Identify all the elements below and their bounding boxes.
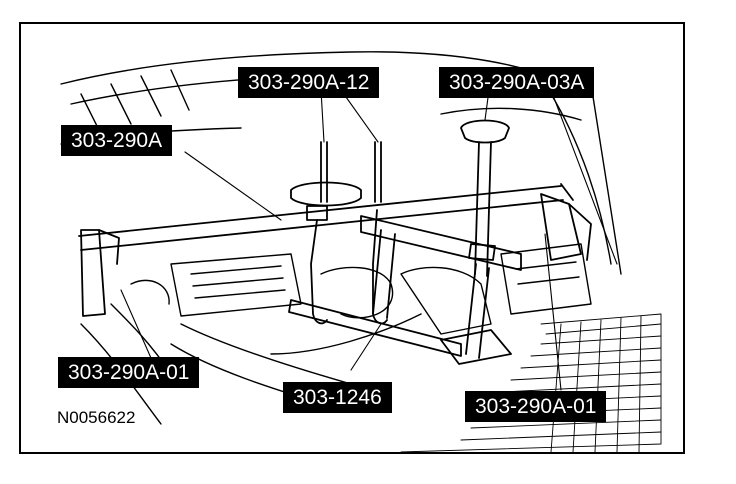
lifting-beam [288,215,522,365]
handle-knob [460,119,510,277]
callout-303-290a-01-right: 303-290A-01 [465,391,607,422]
support-crossbar [78,183,592,317]
callout-303-290a-03a: 303-290A-03A [439,67,595,98]
figure-identifier: N0056622 [57,408,136,427]
callout-303-290a-12: 303-290A-12 [238,67,380,98]
callout-303-290a-01-left: 303-290A-01 [58,357,200,388]
callout-303-290a: 303-290A [61,125,173,156]
leader-lines [120,89,618,391]
illustration-frame: 303-290A 303-290A-12 303-290A-03A 303-29… [19,22,685,454]
callout-303-1246: 303-1246 [283,382,392,413]
hook-rods [290,141,388,325]
radiator-grille [400,313,662,452]
engine-support-illustration [60,51,662,452]
